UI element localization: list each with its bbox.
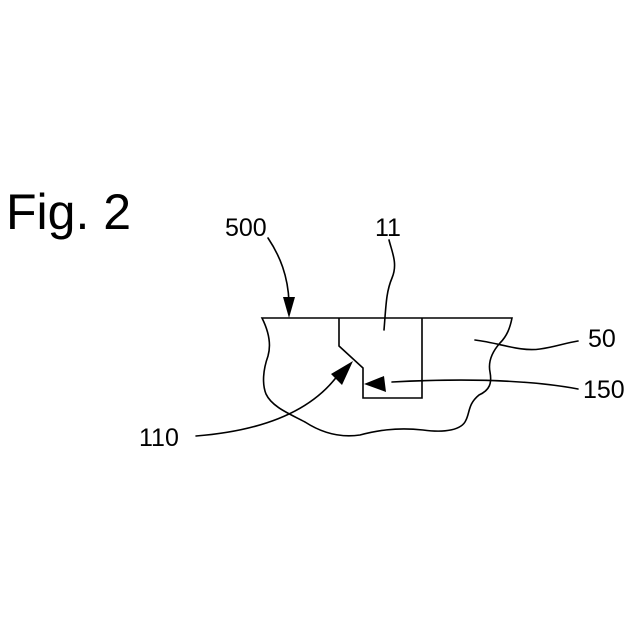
leader-50 xyxy=(475,340,578,350)
label-50: 50 xyxy=(588,325,616,353)
label-500: 500 xyxy=(225,214,267,242)
arrowhead-110 xyxy=(331,361,353,385)
leader-11 xyxy=(384,240,395,330)
label-150: 150 xyxy=(583,376,625,404)
label-11: 11 xyxy=(375,214,401,242)
arrowhead-500 xyxy=(283,297,295,318)
leader-500 xyxy=(268,238,289,302)
arrowhead-150 xyxy=(364,376,386,392)
body-outline xyxy=(262,318,512,436)
label-110: 110 xyxy=(139,424,179,452)
figure-title: Fig. 2 xyxy=(6,184,131,240)
leader-110 xyxy=(196,375,338,436)
leader-150 xyxy=(392,380,578,389)
